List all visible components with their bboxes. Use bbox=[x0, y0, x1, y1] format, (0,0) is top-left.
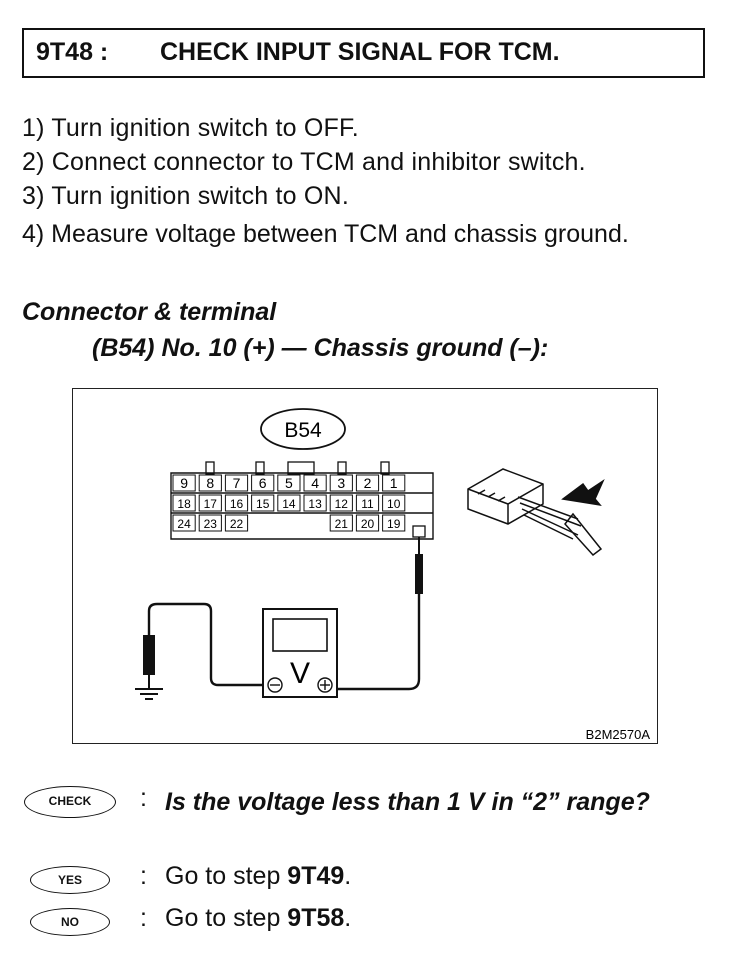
terminal-number: 2 bbox=[364, 475, 372, 491]
terminal-number: 8 bbox=[206, 475, 214, 491]
terminal-cell bbox=[198, 474, 222, 492]
terminal-cell bbox=[303, 474, 327, 492]
step-1: 1) Turn ignition switch to OFF. bbox=[22, 114, 359, 142]
step-4: 4) Measure voltage between TCM and chass… bbox=[22, 220, 629, 248]
ground-lead bbox=[135, 602, 263, 700]
terminal-cell bbox=[329, 474, 353, 492]
positive-probe bbox=[335, 525, 426, 691]
yes-target-step[interactable]: 9T49 bbox=[287, 862, 345, 890]
voltmeter: V bbox=[262, 608, 338, 698]
connector-spec: (B54) No. 10 (+) — Chassis ground (–): bbox=[92, 334, 549, 362]
no-prefix: Go to step bbox=[165, 904, 288, 932]
terminal-cell bbox=[172, 474, 196, 492]
terminal-number: 16 bbox=[230, 497, 244, 511]
check-badge: CHECK bbox=[24, 786, 116, 818]
terminal-cell bbox=[224, 514, 249, 532]
terminal-cell bbox=[329, 514, 353, 532]
terminal-number: 21 bbox=[335, 517, 349, 531]
no-colon: : bbox=[140, 904, 147, 932]
terminal-cell bbox=[224, 494, 249, 512]
check-question: Is the voltage less than 1 V in “2” rang… bbox=[165, 788, 650, 816]
terminal-cell bbox=[355, 514, 380, 532]
terminal-cell bbox=[172, 494, 196, 512]
no-badge: NO bbox=[30, 908, 110, 936]
step-title-box: 9T48 : CHECK INPUT SIGNAL FOR TCM. bbox=[22, 28, 705, 78]
terminal-cell bbox=[355, 474, 380, 492]
terminal-number: 4 bbox=[311, 475, 319, 491]
terminal-cell bbox=[355, 494, 380, 512]
terminal-number: 7 bbox=[233, 475, 241, 491]
figure-code: B2M2570A bbox=[586, 727, 651, 742]
terminal-number: 6 bbox=[259, 475, 267, 491]
terminal-cell bbox=[329, 494, 353, 512]
check-colon: : bbox=[140, 784, 147, 812]
terminal-number: 17 bbox=[204, 497, 218, 511]
meter-symbol: V bbox=[290, 657, 310, 690]
terminal-cell bbox=[382, 474, 406, 492]
step-code: 9T48 : bbox=[36, 38, 109, 66]
terminal-number: 10 bbox=[387, 497, 401, 511]
terminal-cell bbox=[277, 494, 301, 512]
terminal-cell bbox=[251, 474, 275, 492]
terminal-cell bbox=[198, 494, 222, 512]
yes-answer: Go to step 9T49. bbox=[165, 862, 351, 891]
terminal-number: 5 bbox=[285, 475, 293, 491]
no-answer: Go to step 9T58. bbox=[165, 904, 351, 933]
terminal-number: 18 bbox=[177, 497, 191, 511]
step-2: 2) Connect connector to TCM and inhibito… bbox=[22, 148, 586, 176]
terminal-cell bbox=[382, 514, 406, 532]
connector-label-oval bbox=[260, 408, 346, 450]
terminal-number: 9 bbox=[180, 475, 188, 491]
connector-body bbox=[170, 472, 434, 540]
terminal-number: 13 bbox=[308, 497, 322, 511]
terminal-number: 23 bbox=[204, 517, 218, 531]
terminal-cell bbox=[251, 494, 275, 512]
terminal-cell bbox=[198, 514, 222, 532]
step-title: CHECK INPUT SIGNAL FOR TCM. bbox=[160, 38, 560, 66]
connector-latches bbox=[205, 461, 390, 475]
terminal-number: 14 bbox=[282, 497, 296, 511]
terminal-number: 24 bbox=[177, 517, 191, 531]
connector-heading: Connector & terminal bbox=[22, 298, 277, 326]
terminal-number: 1 bbox=[390, 475, 398, 491]
terminal-number: 15 bbox=[256, 497, 270, 511]
yes-colon: : bbox=[140, 862, 147, 890]
no-suffix: . bbox=[344, 904, 352, 932]
terminal-number: 19 bbox=[387, 517, 401, 531]
yes-prefix: Go to step bbox=[165, 862, 288, 890]
terminal-cell bbox=[382, 494, 406, 512]
terminal-cell bbox=[224, 474, 249, 492]
yes-suffix: . bbox=[344, 862, 352, 890]
no-target-step[interactable]: 9T58 bbox=[287, 904, 345, 932]
terminal-cell bbox=[303, 494, 327, 512]
connector-perspective-icon bbox=[467, 468, 605, 557]
terminal-cell bbox=[172, 514, 196, 532]
yes-badge: YES bbox=[30, 866, 110, 894]
connector-label: B54 bbox=[284, 419, 322, 442]
terminal-number: 3 bbox=[337, 475, 345, 491]
terminal-number: 22 bbox=[230, 517, 244, 531]
terminal-number: 11 bbox=[361, 497, 374, 511]
terminal-cell bbox=[277, 474, 301, 492]
terminal-number: 20 bbox=[361, 517, 375, 531]
terminal-number: 12 bbox=[335, 497, 349, 511]
step-3: 3) Turn ignition switch to ON. bbox=[22, 182, 349, 210]
